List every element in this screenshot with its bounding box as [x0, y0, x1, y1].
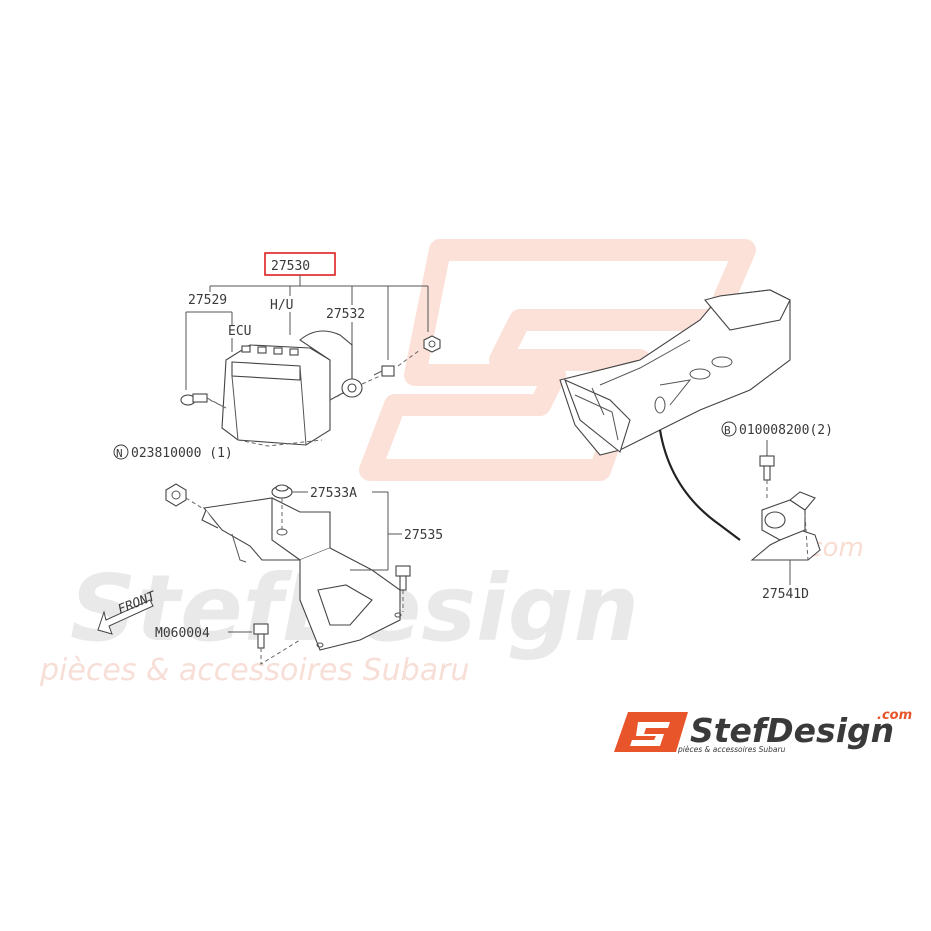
label-bolt-b-group: B 010008200(2) — [721, 421, 833, 438]
logo-tagline: pièces & accessoires Subaru — [677, 745, 786, 754]
marker-b-circle — [721, 421, 737, 437]
front-arrow-icon — [97, 599, 154, 635]
label-010008200: 010008200(2) — [739, 423, 833, 438]
marker-n: N — [116, 447, 123, 460]
label-27530: 27530 — [271, 259, 310, 274]
label-023810000: 023810000 (1) — [131, 446, 233, 461]
label-27532: 27532 — [326, 307, 365, 322]
assembly-leader-lines — [185, 275, 429, 390]
bracket-27535 — [201, 497, 402, 651]
harness-cable — [658, 429, 741, 541]
label-27533a: 27533A — [310, 486, 357, 501]
nut-023810000 — [165, 483, 203, 509]
center-console — [559, 289, 791, 456]
label-27535: 27535 — [404, 528, 443, 543]
label-27541d: 27541D — [762, 587, 809, 602]
watermark-tagline: pièces & accessoires Subaru — [39, 653, 469, 688]
label-m060004: M060004 — [155, 626, 210, 641]
marker-n-circle — [113, 444, 129, 460]
marker-b: B — [724, 424, 731, 437]
grommet-27532 — [341, 375, 381, 398]
abs-hydraulic-unit — [209, 330, 353, 447]
label-hu: H/U — [270, 298, 293, 313]
label-27529: 27529 — [188, 293, 227, 308]
stefdesign-logo: StefDesign .com pièces & accessoires Sub… — [614, 708, 912, 754]
bolt-bracket-right — [395, 565, 411, 612]
bolt-27529 — [180, 393, 227, 409]
label-ecu: ECU — [228, 324, 251, 339]
stud-fastener — [373, 349, 421, 377]
label-m060004-group: M060004 — [155, 626, 252, 641]
label-nut-n-group: N 023810000 (1) — [113, 444, 233, 461]
bolt-m060004 — [253, 623, 301, 665]
leaders-27533a-27535 — [292, 491, 402, 571]
sensor-27541d — [750, 491, 821, 585]
bolt-010008200 — [759, 440, 775, 498]
logo-domain: .com — [877, 708, 912, 723]
nut-top — [423, 335, 441, 353]
logo-brand: StefDesign — [690, 711, 894, 750]
grommet-27533a — [271, 484, 293, 530]
